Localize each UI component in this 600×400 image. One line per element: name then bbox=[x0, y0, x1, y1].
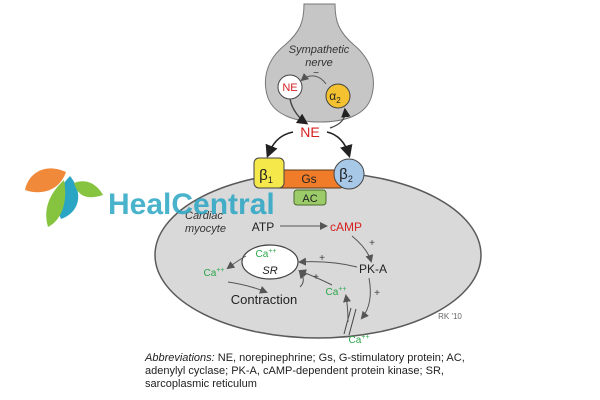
sr-label: SR bbox=[262, 265, 277, 277]
alpha-symbol: α bbox=[329, 89, 336, 103]
extracellular-calcium-superscript: ++ bbox=[361, 334, 369, 341]
logo-leaf-green bbox=[46, 180, 66, 227]
abbreviations-caption-text: NE, norepinephrine; Gs, G-stimulatory pr… bbox=[145, 352, 465, 390]
calcium-to-contraction-arrow bbox=[227, 281, 268, 294]
ne-to-alpha2-arrow bbox=[329, 107, 351, 129]
beta1-symbol: β bbox=[259, 167, 268, 184]
channel-calcium-to-sr-arrow bbox=[298, 269, 333, 286]
heal-central-logo bbox=[25, 168, 103, 227]
pka-label: PK-A bbox=[359, 262, 387, 276]
released-ne-label: NE bbox=[300, 124, 319, 140]
alpha-subscript: 2 bbox=[336, 96, 341, 105]
adenylyl-cyclase-label: AC bbox=[302, 193, 317, 205]
beta1-receptor bbox=[253, 157, 285, 189]
ne-to-beta1-arrow bbox=[265, 131, 294, 158]
sympathetic-nerve-label-line1: Sympathetic bbox=[289, 44, 350, 56]
beta2-receptor-label: β2 bbox=[339, 166, 353, 184]
cardiac-myocyte-label-line1: Cardiac bbox=[185, 210, 223, 222]
pka-channel-plus: + bbox=[374, 288, 380, 299]
abbreviations-caption: Abbreviations: NE, norepinephrine; Gs, G… bbox=[145, 352, 485, 391]
abbreviations-caption-label: Abbreviations: bbox=[145, 352, 215, 364]
pka-to-sr-arrow bbox=[298, 257, 358, 268]
calcium-influx-arrow bbox=[343, 294, 351, 323]
camp-pka-plus: + bbox=[369, 238, 375, 249]
pka-to-channel-arrow bbox=[360, 277, 371, 320]
alpha2-inhibition-arrow bbox=[300, 73, 327, 85]
sr-release-arrow bbox=[226, 255, 247, 270]
cardiac-myocyte-label-line2: myocyte bbox=[185, 223, 226, 235]
inhibition-minus-sign: − bbox=[313, 68, 319, 79]
adenylyl-cyclase bbox=[293, 189, 327, 206]
artist-signature: RK '10 bbox=[438, 312, 462, 321]
released-calcium-superscript: ++ bbox=[216, 267, 224, 274]
sarcoplasmic-reticulum bbox=[241, 244, 299, 280]
sr-calcium-label: Ca++ bbox=[256, 248, 277, 260]
beta2-symbol: β bbox=[339, 166, 348, 183]
released-calcium-text: Ca bbox=[204, 268, 217, 279]
pka-sr-plus: + bbox=[319, 253, 325, 264]
calcium-channel-right bbox=[348, 308, 357, 336]
camp-to-pka-arrow bbox=[351, 235, 374, 263]
contraction-label: Contraction bbox=[231, 292, 297, 307]
beta1-subscript: 1 bbox=[268, 175, 273, 185]
alpha2-receptor-label: α2 bbox=[329, 89, 341, 105]
logo-leaf-orange bbox=[25, 168, 66, 193]
atp-label: ATP bbox=[252, 220, 274, 234]
heal-central-watermark: HealCentral bbox=[108, 188, 275, 221]
ne-release-arrow bbox=[289, 98, 309, 125]
sr-calcium-text: Ca bbox=[256, 249, 269, 260]
sr-calcium-superscript: ++ bbox=[268, 248, 276, 255]
beta2-subscript: 2 bbox=[348, 174, 353, 184]
extracellular-calcium-text: Ca bbox=[349, 335, 362, 346]
camp-label: cAMP bbox=[330, 220, 362, 234]
released-calcium-label: Ca++ bbox=[204, 267, 225, 279]
extracellular-calcium-label: Ca++ bbox=[349, 334, 370, 346]
sympathetic-nerve-label-line2: nerve bbox=[305, 57, 333, 69]
channel-calcium-superscript: ++ bbox=[338, 286, 346, 293]
ne-to-beta2-arrow bbox=[326, 131, 353, 159]
logo-leaf-lightgreen bbox=[74, 181, 103, 198]
alpha2-receptor bbox=[325, 83, 351, 109]
channel-calcium-label: Ca++ bbox=[326, 286, 347, 298]
beta2-receptor bbox=[333, 158, 365, 190]
gs-protein-label: Gs bbox=[301, 172, 316, 186]
channel-calcium-text: Ca bbox=[326, 287, 339, 298]
beta1-receptor-label: β1 bbox=[259, 167, 273, 185]
calcium-sr-plus: + bbox=[313, 272, 319, 283]
ne-vesicle-label: NE bbox=[282, 82, 297, 94]
